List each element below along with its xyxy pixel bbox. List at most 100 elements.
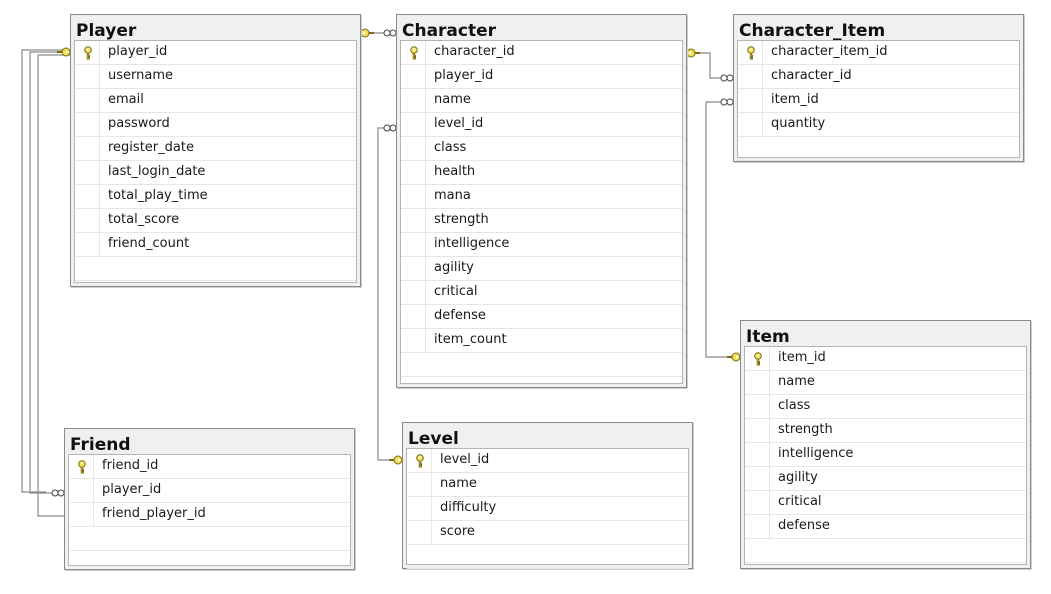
column-row[interactable]: friend_id [69,455,350,479]
column-row[interactable]: friend_count [75,233,356,257]
column-grid: player_id username email password register_d… [74,40,357,283]
column-name: class [778,398,811,413]
row-selector [401,209,426,232]
column-name: intelligence [434,236,510,251]
column-row[interactable]: email [75,89,356,113]
row-selector [401,185,426,208]
column-row[interactable]: class [745,395,1026,419]
column-name: intelligence [778,446,854,461]
row-selector [401,233,426,256]
column-row[interactable]: level_id [401,113,682,137]
column-row[interactable]: character_id [401,41,682,65]
column-name: register_date [108,140,194,155]
column-row[interactable]: health [401,161,682,185]
column-row[interactable]: agility [745,467,1026,491]
column-row[interactable]: character_item_id [738,41,1019,65]
rel-player-friend-many-icon [51,489,65,497]
column-row[interactable]: register_date [75,137,356,161]
row-selector [745,467,770,490]
column-row[interactable]: strength [401,209,682,233]
column-row[interactable]: agility [401,257,682,281]
table-title: Player [76,21,137,41]
row-selector [407,497,432,520]
column-name: username [108,68,173,83]
column-row[interactable]: mana [401,185,682,209]
primary-key-icon [747,46,755,60]
column-row[interactable]: intelligence [745,443,1026,467]
column-row[interactable]: username [75,65,356,89]
column-name: total_score [108,212,180,227]
column-row[interactable]: last_login_date [75,161,356,185]
rel-character-characteritem-many-icon [720,74,734,82]
column-row[interactable]: difficulty [407,497,688,521]
empty-row [745,539,1026,563]
column-row[interactable]: quantity [738,113,1019,137]
row-selector [745,515,770,538]
column-name: critical [778,494,822,509]
row-selector [75,89,100,112]
column-name: character_id [434,44,515,59]
row-selector [745,347,770,370]
primary-key-icon [416,454,424,468]
column-row[interactable]: class [401,137,682,161]
column-name: agility [434,260,474,275]
column-name: password [108,116,170,131]
column-row[interactable]: password [75,113,356,137]
column-row[interactable]: name [745,371,1026,395]
column-row[interactable]: strength [745,419,1026,443]
column-row[interactable]: item_count [401,329,682,353]
row-selector [401,41,426,64]
column-row[interactable]: item_id [738,89,1019,113]
row-selector [75,65,100,88]
column-row[interactable]: total_score [75,209,356,233]
empty-row [75,257,356,281]
column-row[interactable]: level_id [407,449,688,473]
column-row[interactable]: character_id [738,65,1019,89]
row-selector [745,395,770,418]
row-selector [75,41,100,64]
row-selector [407,473,432,496]
table-player[interactable]: Player player_id username email password regi… [70,14,361,287]
column-row[interactable]: player_id [401,65,682,89]
table-title: Character_Item [739,21,886,41]
rel-character-characteritem-key-icon [686,48,700,58]
rel-item-characteritem-key-icon [727,352,741,362]
column-row[interactable]: critical [745,491,1026,515]
row-selector [401,89,426,112]
row-selector [401,137,426,160]
column-name: item_id [778,350,826,365]
column-name: character_item_id [771,44,888,59]
column-row[interactable]: player_id [75,41,356,65]
column-name: player_id [108,44,168,59]
column-row[interactable]: intelligence [401,233,682,257]
column-row[interactable]: name [407,473,688,497]
column-row[interactable]: defense [745,515,1026,539]
column-row[interactable]: friend_player_id [69,503,350,527]
column-row[interactable]: name [401,89,682,113]
column-name: item_id [771,92,819,107]
column-name: score [440,524,475,539]
column-name: defense [778,518,830,533]
row-selector [401,329,426,352]
column-row[interactable]: total_play_time [75,185,356,209]
rel-item-characteritem-line [705,101,740,358]
column-row[interactable]: critical [401,281,682,305]
column-row[interactable]: score [407,521,688,545]
column-row[interactable]: defense [401,305,682,329]
rel-level-character-many-icon [383,124,397,132]
column-row[interactable]: item_id [745,347,1026,371]
rel-player-friend-player-line [37,54,70,517]
column-name: level_id [434,116,484,131]
column-row[interactable]: player_id [69,479,350,503]
row-selector [745,443,770,466]
empty-row [69,527,350,551]
